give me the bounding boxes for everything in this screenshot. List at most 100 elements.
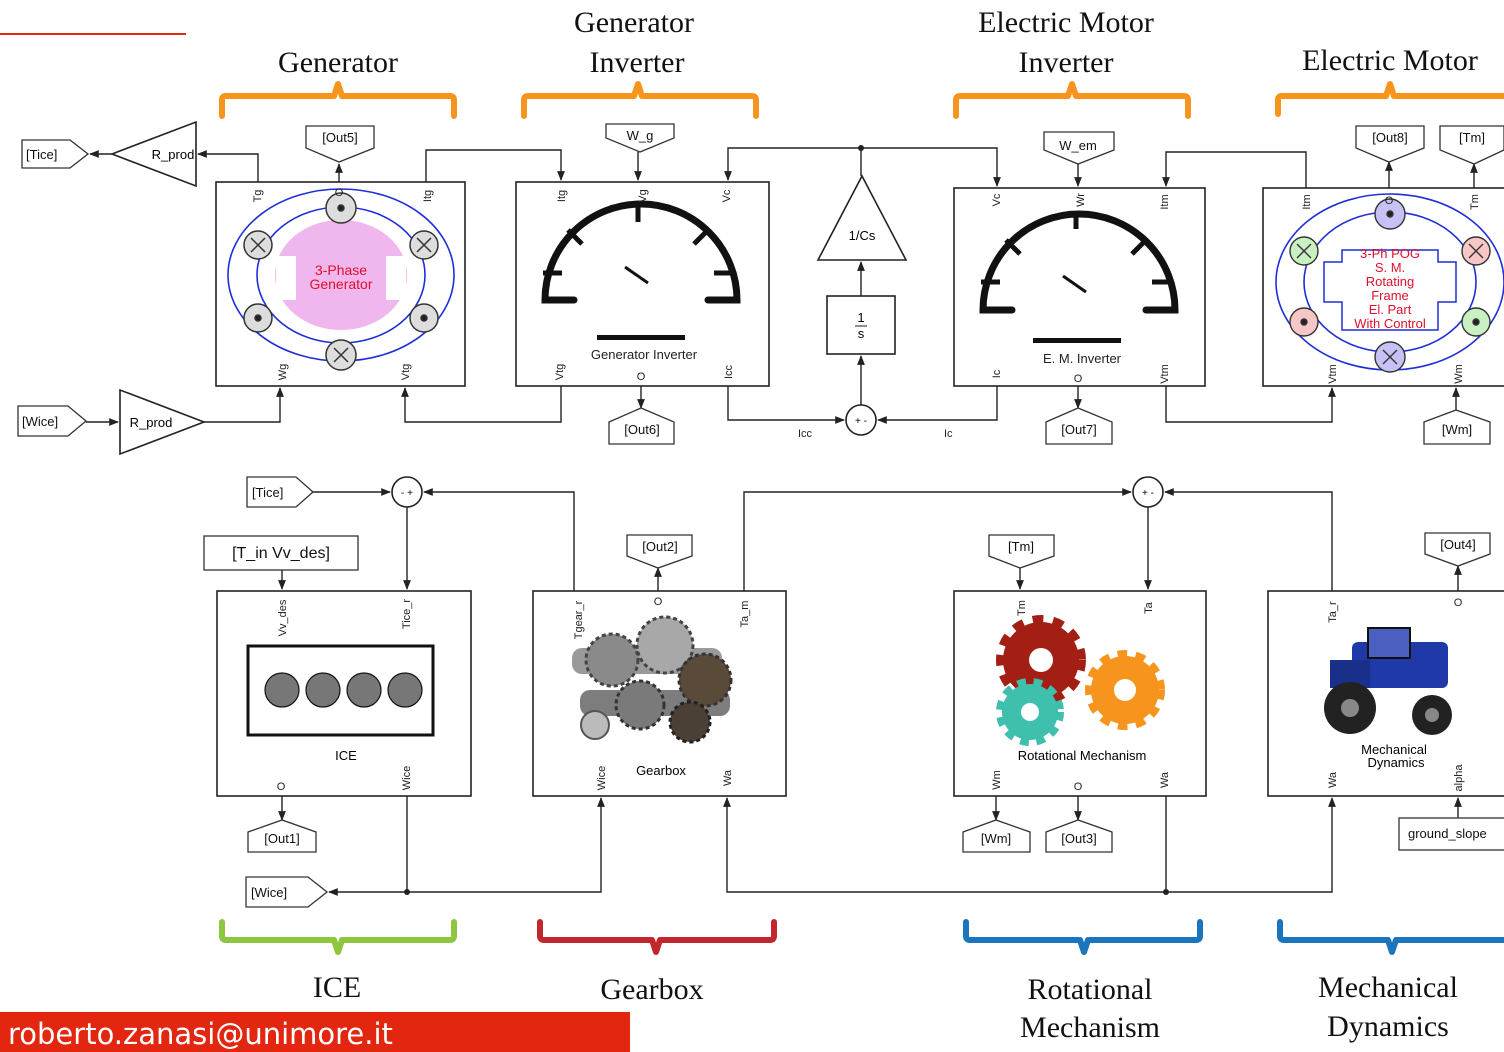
email-banner[interactable]: roberto.zanasi@unimore.it	[0, 1012, 630, 1052]
generator-block[interactable]: 3-Phase Generator Tg O Itg Wg Vtg	[215, 181, 466, 387]
mech-label-1: Mechanical	[1361, 742, 1427, 757]
title-generator-inverter-2: Inverter	[590, 46, 685, 79]
tag-out8[interactable]: [Out8]	[1355, 125, 1425, 163]
sum-block-mech[interactable]: + -	[1132, 476, 1164, 508]
port-mech-alpha: alpha	[1453, 764, 1465, 792]
ice-block[interactable]: ICE Vv_des Tice_r O Wice	[216, 590, 472, 797]
sum-block-dc[interactable]: + -	[845, 404, 877, 436]
svg-text:[Out7]: [Out7]	[1061, 422, 1096, 437]
sum-mech-signs: + -	[1142, 488, 1154, 499]
title-generator-inverter-1: Generator	[574, 6, 694, 39]
tag-wm-right[interactable]: [Wm]	[1423, 409, 1491, 445]
brace-rotational	[963, 919, 1203, 955]
svg-text:W_g: W_g	[627, 128, 654, 143]
sum-block-ice[interactable]: - +	[391, 476, 423, 508]
svg-text:[Out4]: [Out4]	[1440, 537, 1475, 552]
brace-mechanical	[1277, 919, 1504, 955]
mechanical-dynamics-block[interactable]: Mechanical Dynamics Ta_r O Wa alpha	[1267, 590, 1504, 797]
electric-motor-block[interactable]: 3-Ph POG S. M. Rotating Frame El. Part W…	[1262, 187, 1504, 387]
brace-gearbox	[537, 919, 777, 955]
mech-label-2: Dynamics	[1367, 755, 1425, 770]
port-rot-ta: Ta	[1143, 601, 1155, 614]
port-rot-wm: Wm	[991, 770, 1003, 790]
port-gen-vtg: Vtg	[400, 364, 412, 381]
svg-text:[Out5]: [Out5]	[322, 130, 357, 145]
integrator-block[interactable]: 1 s	[826, 295, 896, 355]
title-em-inverter-1: Electric Motor	[978, 6, 1154, 39]
ginv-label: Generator Inverter	[591, 347, 698, 362]
integrator-num: 1	[857, 310, 864, 325]
r-prod-gain-top[interactable]: R_prod	[109, 120, 197, 188]
port-mech-wa: Wa	[1327, 771, 1339, 788]
port-gen-itg: Itg	[422, 190, 434, 202]
ice-label: ICE	[335, 748, 357, 763]
signal-ic: Ic	[944, 428, 953, 440]
tag-out4[interactable]: [Out4]	[1424, 532, 1491, 567]
port-ice-wice: Wice	[401, 766, 413, 790]
em-label-3: Rotating	[1366, 274, 1414, 289]
title-ice: ICE	[313, 971, 361, 1004]
brace-electric-motor	[1275, 81, 1504, 117]
tag-ground-slope[interactable]: ground_slope	[1398, 817, 1504, 851]
port-einv-ic: Ic	[991, 369, 1003, 378]
svg-text:[Out3]: [Out3]	[1061, 831, 1096, 846]
em-inverter-block[interactable]: E. M. Inverter Vc Wr Itm Ic O Vtm	[953, 187, 1206, 387]
svg-text:[Wm]: [Wm]	[1442, 422, 1472, 437]
capacitor-gain-block[interactable]: 1/Cs	[816, 174, 908, 261]
svg-text:[Tm]: [Tm]	[1459, 130, 1485, 145]
tag-w-g[interactable]: W_g	[605, 123, 675, 153]
tag-t-in[interactable]: [T_in Vv_des]	[203, 535, 359, 571]
port-gen-wg: Wg	[277, 364, 289, 381]
signal-icc: Icc	[798, 428, 813, 440]
port-einv-o: O	[1074, 373, 1083, 385]
svg-text:[Wice]: [Wice]	[251, 885, 287, 900]
gearbox-block[interactable]: Gearbox Tgear_r O Ta_m Wice Wa	[532, 590, 787, 797]
tag-wm-bottom[interactable]: [Wm]	[962, 819, 1031, 853]
gears-illustration	[996, 615, 1165, 746]
port-ginv-icc: Icc	[723, 364, 735, 379]
port-em-wm: Wm	[1453, 364, 1465, 384]
port-gb-o: O	[654, 596, 663, 608]
port-rot-o: O	[1074, 781, 1083, 793]
tag-w-em[interactable]: W_em	[1043, 131, 1115, 165]
port-gen-tg: Tg	[252, 190, 264, 203]
svg-text:[Out6]: [Out6]	[624, 422, 659, 437]
title-mechanical-2: Dynamics	[1327, 1010, 1449, 1043]
tag-out6[interactable]: [Out6]	[608, 407, 675, 445]
title-generator: Generator	[278, 46, 398, 79]
title-electric-motor: Electric Motor	[1302, 44, 1478, 77]
port-rot-wa: Wa	[1159, 771, 1171, 788]
brace-em-inverter	[953, 81, 1191, 119]
tag-out1[interactable]: [Out1]	[247, 819, 317, 853]
title-mechanical-1: Mechanical	[1318, 971, 1458, 1004]
svg-text:[Tice]: [Tice]	[252, 485, 283, 500]
port-einv-wr: Wr	[1075, 193, 1087, 207]
ice-cylinders	[264, 672, 423, 708]
port-mech-o: O	[1454, 597, 1463, 609]
tag-out5[interactable]: [Out5]	[305, 125, 375, 163]
tag-tm-mid[interactable]: [Tm]	[988, 534, 1055, 569]
tag-tice-from[interactable]: [Tice]	[246, 476, 314, 508]
rotational-mechanism-block[interactable]: Rotational Mechanism Tm Ta Wm O Wa	[953, 590, 1207, 797]
r-prod-gain-bottom[interactable]: R_prod	[119, 388, 207, 456]
tag-tice-goto[interactable]: [Tice]	[21, 139, 90, 169]
integrator-den: s	[858, 326, 865, 341]
port-em-vtm: Vtm	[1327, 364, 1339, 384]
port-gb-wice: Wice	[596, 766, 608, 790]
em-label-6: With Control	[1354, 316, 1426, 331]
tag-wice-from[interactable]: [Wice]	[17, 405, 88, 437]
port-einv-itm: Itm	[1159, 194, 1171, 209]
tag-wice-goto[interactable]: [Wice]	[245, 876, 329, 908]
tag-tm-top[interactable]: [Tm]	[1439, 125, 1504, 165]
brace-ice	[219, 919, 457, 955]
generator-inverter-block[interactable]: Generator Inverter Itg Vg Vc Vtg O Icc	[515, 181, 770, 387]
title-gearbox: Gearbox	[600, 973, 703, 1006]
svg-text:ground_slope: ground_slope	[1408, 826, 1487, 841]
tag-out7[interactable]: [Out7]	[1045, 407, 1113, 445]
gearbox-label: Gearbox	[636, 763, 686, 778]
svg-text:[Wm]: [Wm]	[981, 831, 1011, 846]
tag-out2[interactable]: [Out2]	[626, 534, 693, 569]
tag-out3[interactable]: [Out3]	[1045, 819, 1113, 853]
title-rotational-1: Rotational	[1028, 973, 1153, 1006]
port-ginv-vtg: Vtg	[554, 364, 566, 381]
